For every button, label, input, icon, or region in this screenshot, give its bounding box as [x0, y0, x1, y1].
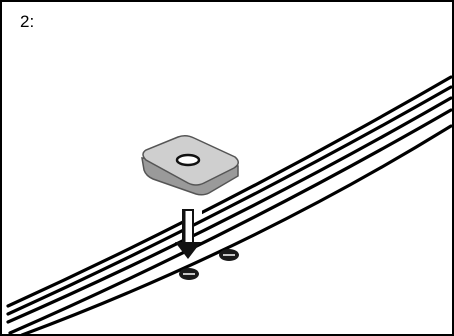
rail-group [6, 75, 453, 336]
arrow-head [175, 242, 201, 259]
rail-line [6, 75, 453, 308]
rail-line [8, 108, 453, 335]
rail-line [6, 85, 453, 316]
down-arrow-icon [175, 207, 202, 259]
mounting-hole-icon [179, 249, 239, 280]
adhesive-pad-icon [141, 134, 239, 196]
rail-line [20, 124, 453, 336]
rail-line [6, 96, 453, 324]
step-number-label: 2: [20, 12, 35, 31]
pad-hole [175, 153, 201, 167]
